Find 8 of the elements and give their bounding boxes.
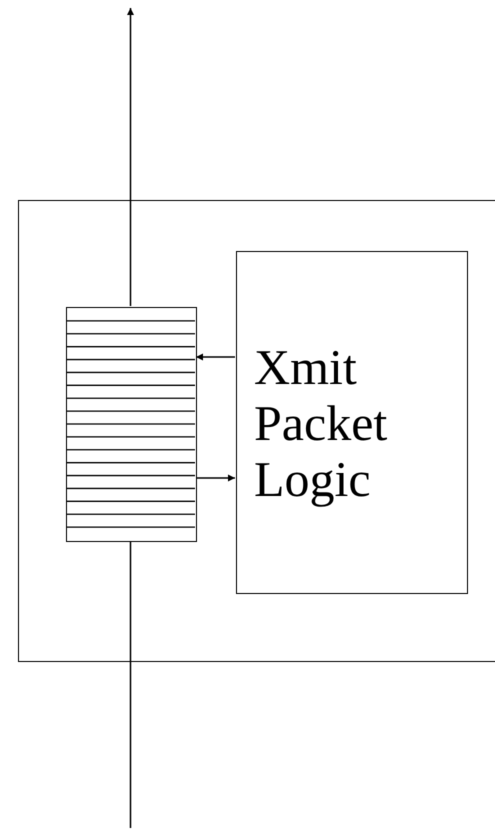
arrow [196,354,235,360]
component-label: Xmit Packet Logic [254,338,388,506]
logic-box [236,251,468,594]
register-stack [66,307,197,542]
arrow [127,8,134,306]
arrow [196,474,235,482]
outer-box [18,200,495,662]
line [130,541,132,828]
